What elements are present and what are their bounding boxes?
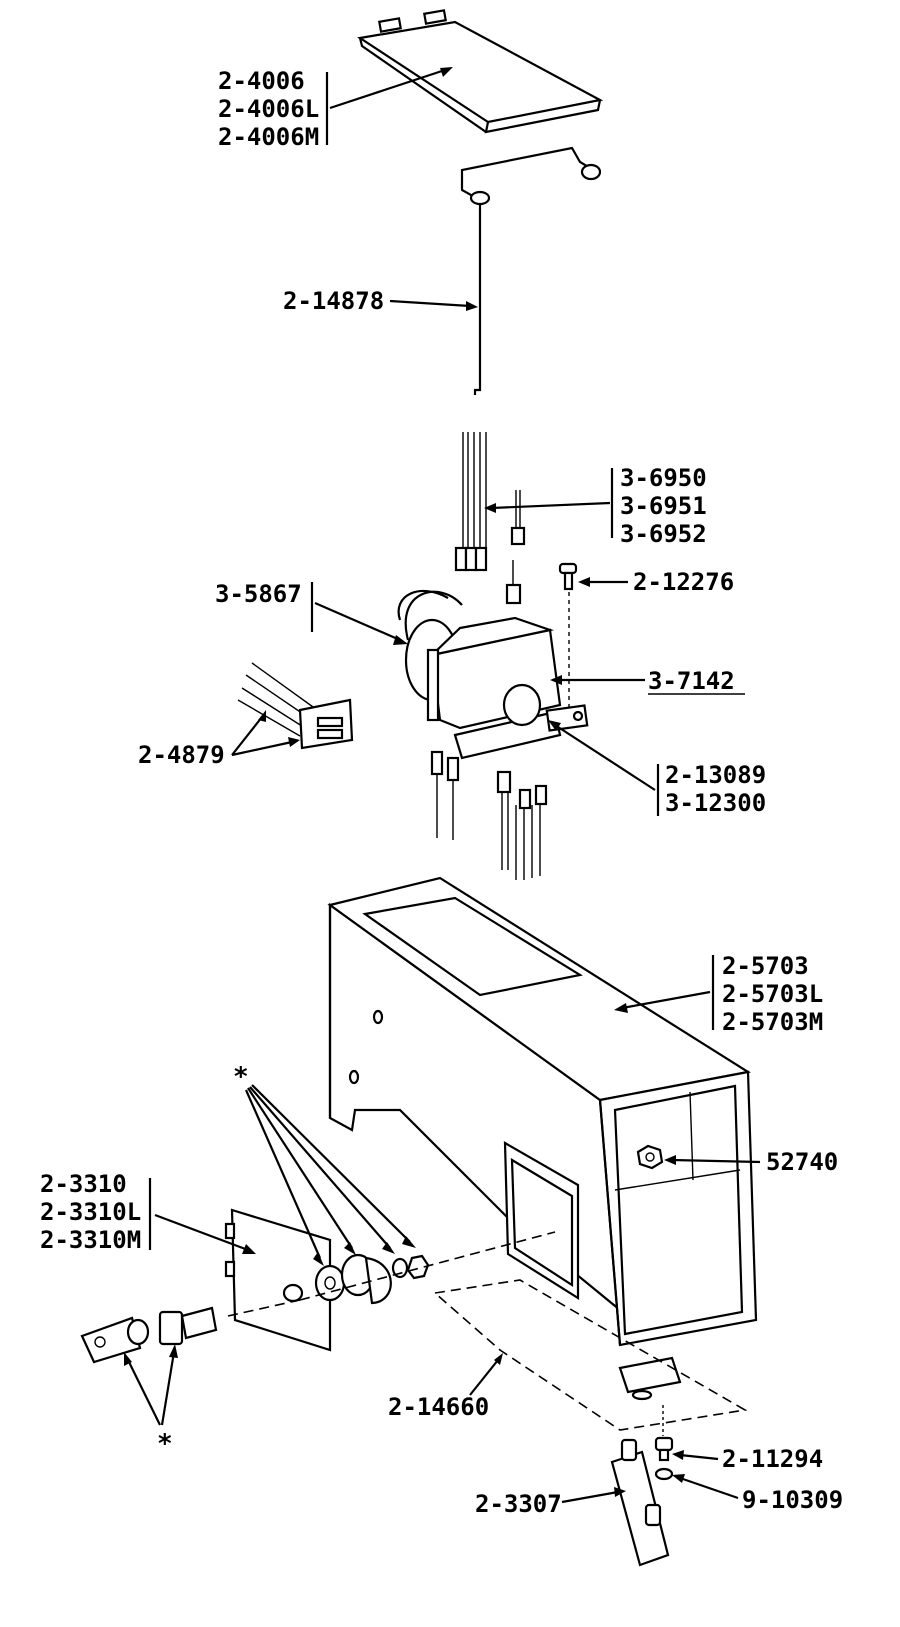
rod [460,146,602,395]
rod-label: 2-14878 [283,287,384,315]
connector-callout: 2-4879 [138,710,300,769]
wire-harness-top [454,432,526,605]
cover-label-1: 2-4006 [218,67,305,95]
rod-callout: 2-14878 [283,287,478,315]
motor-callout: 3-5867 [215,580,408,645]
screw-bottom-label: 2-11294 [722,1445,823,1473]
plate-callout: 2-3310 2-3310L 2-3310M [40,1170,256,1254]
connector-label: 2-4879 [138,741,225,769]
plate [224,1208,332,1352]
switch-callout: 3-7142 [550,667,745,695]
hardware-stack [227,1231,556,1317]
plate-label-1: 2-3310 [40,1170,127,1198]
housing-label-1: 2-5703 [722,952,809,980]
wires-label-3: 3-6952 [620,520,707,548]
plate-label-2: 2-3310L [40,1198,141,1226]
housing-label-3: 2-5703M [722,1008,823,1036]
housing-callout: 2-5703 2-5703L 2-5703M [614,952,823,1036]
nut [636,1144,664,1170]
key-assembly [80,1306,218,1364]
housing [327,876,758,1394]
bracket-label-2: 3-12300 [665,789,766,817]
gasket-label: 2-14660 [388,1393,489,1421]
cover-label-2: 2-4006L [218,95,319,123]
screw-top-label: 2-12276 [633,568,734,596]
wires-label-1: 3-6950 [620,464,707,492]
plate-label-3: 2-3310M [40,1226,141,1254]
nut-callout: 52740 [664,1148,838,1176]
cover-label-3: 2-4006M [218,123,319,151]
bottom-bracket-callout: 2-3307 [475,1487,626,1518]
bottom-bracket-label: 2-3307 [475,1490,562,1518]
screw-top [558,562,578,710]
cover-callout: 2-4006 2-4006L 2-4006M [218,67,453,151]
screw-top-callout: 2-12276 [578,568,734,596]
nut-label: 52740 [766,1148,838,1176]
bracket-callout: 2-13089 3-12300 [548,720,766,817]
bottom-bracket [610,1405,674,1567]
washer-label: 9-10309 [742,1486,843,1514]
bracket-label-1: 2-13089 [665,761,766,789]
asterisk-callout-bottom: * [124,1344,178,1459]
switch-label: 3-7142 [648,667,735,695]
housing-label-2: 2-5703L [722,980,823,1008]
asterisk-top: * [234,1062,248,1092]
motor-label: 3-5867 [215,580,302,608]
connector [237,662,354,750]
gasket [433,1279,748,1431]
wires-label-2: 3-6951 [620,492,707,520]
asterisk-callout-top: * [234,1062,416,1266]
asterisk-bottom: * [158,1429,172,1459]
gasket-callout: 2-14660 [388,1353,503,1421]
washer-callout: 9-10309 [672,1474,843,1514]
wire-leads-bottom [430,750,548,880]
screw-bottom-callout: 2-11294 [672,1445,823,1473]
wires-callout: 3-6950 3-6951 3-6952 [484,464,707,548]
switch-assembly [397,589,589,760]
cover-plate [357,9,604,134]
